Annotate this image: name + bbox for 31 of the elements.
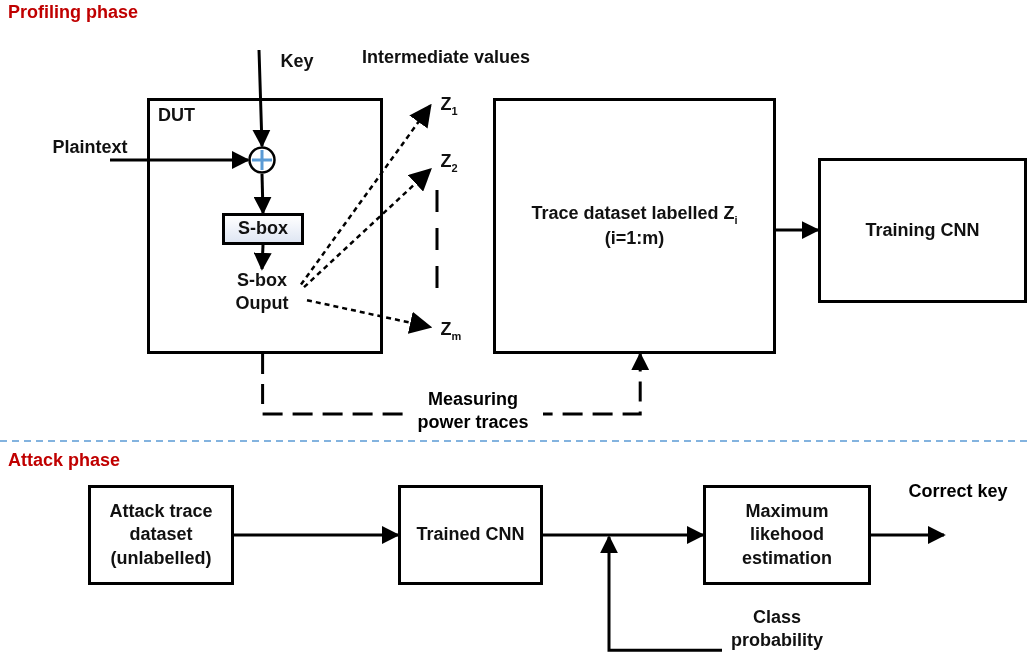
process-box: Trace dataset labelled Z$_{i}$ (i=1:m) bbox=[493, 98, 776, 354]
process-box: Attack trace dataset (unlabelled) bbox=[88, 485, 234, 585]
arrow bbox=[110, 151, 250, 169]
value-label: Z$_{1}$ bbox=[432, 93, 466, 121]
device-box bbox=[147, 98, 383, 354]
section-heading: Attack phase bbox=[8, 450, 121, 471]
arrow bbox=[600, 535, 722, 652]
arrow bbox=[234, 526, 400, 544]
arrow bbox=[253, 244, 272, 271]
process-box: S-box bbox=[222, 213, 304, 245]
section-heading: Profiling phase bbox=[8, 2, 139, 23]
dashed-arrow bbox=[303, 168, 432, 289]
arrow bbox=[776, 221, 820, 240]
group-title: DUT bbox=[158, 104, 195, 127]
arrow bbox=[543, 526, 705, 544]
process-box: Training CNN bbox=[818, 158, 1027, 303]
arrow bbox=[252, 49, 271, 148]
input-label: Key bbox=[259, 50, 321, 78]
xor-icon bbox=[248, 146, 276, 174]
process-box: Maximum likehood estimation bbox=[703, 485, 871, 585]
arrow bbox=[871, 526, 946, 544]
input-label: Class probability bbox=[722, 606, 872, 662]
input-label: Plaintext bbox=[42, 136, 138, 160]
heading-label: Intermediate values bbox=[362, 47, 531, 68]
value-label: Z$_{2}$ bbox=[432, 150, 466, 178]
value-label: Z$_{m}$ bbox=[432, 318, 470, 348]
dashed-arrow bbox=[300, 103, 432, 286]
process-box: Trained CNN bbox=[398, 485, 543, 585]
dashed-arrow bbox=[306, 298, 433, 334]
output-label: S-box Ouput bbox=[212, 269, 312, 321]
arrow bbox=[253, 173, 272, 215]
